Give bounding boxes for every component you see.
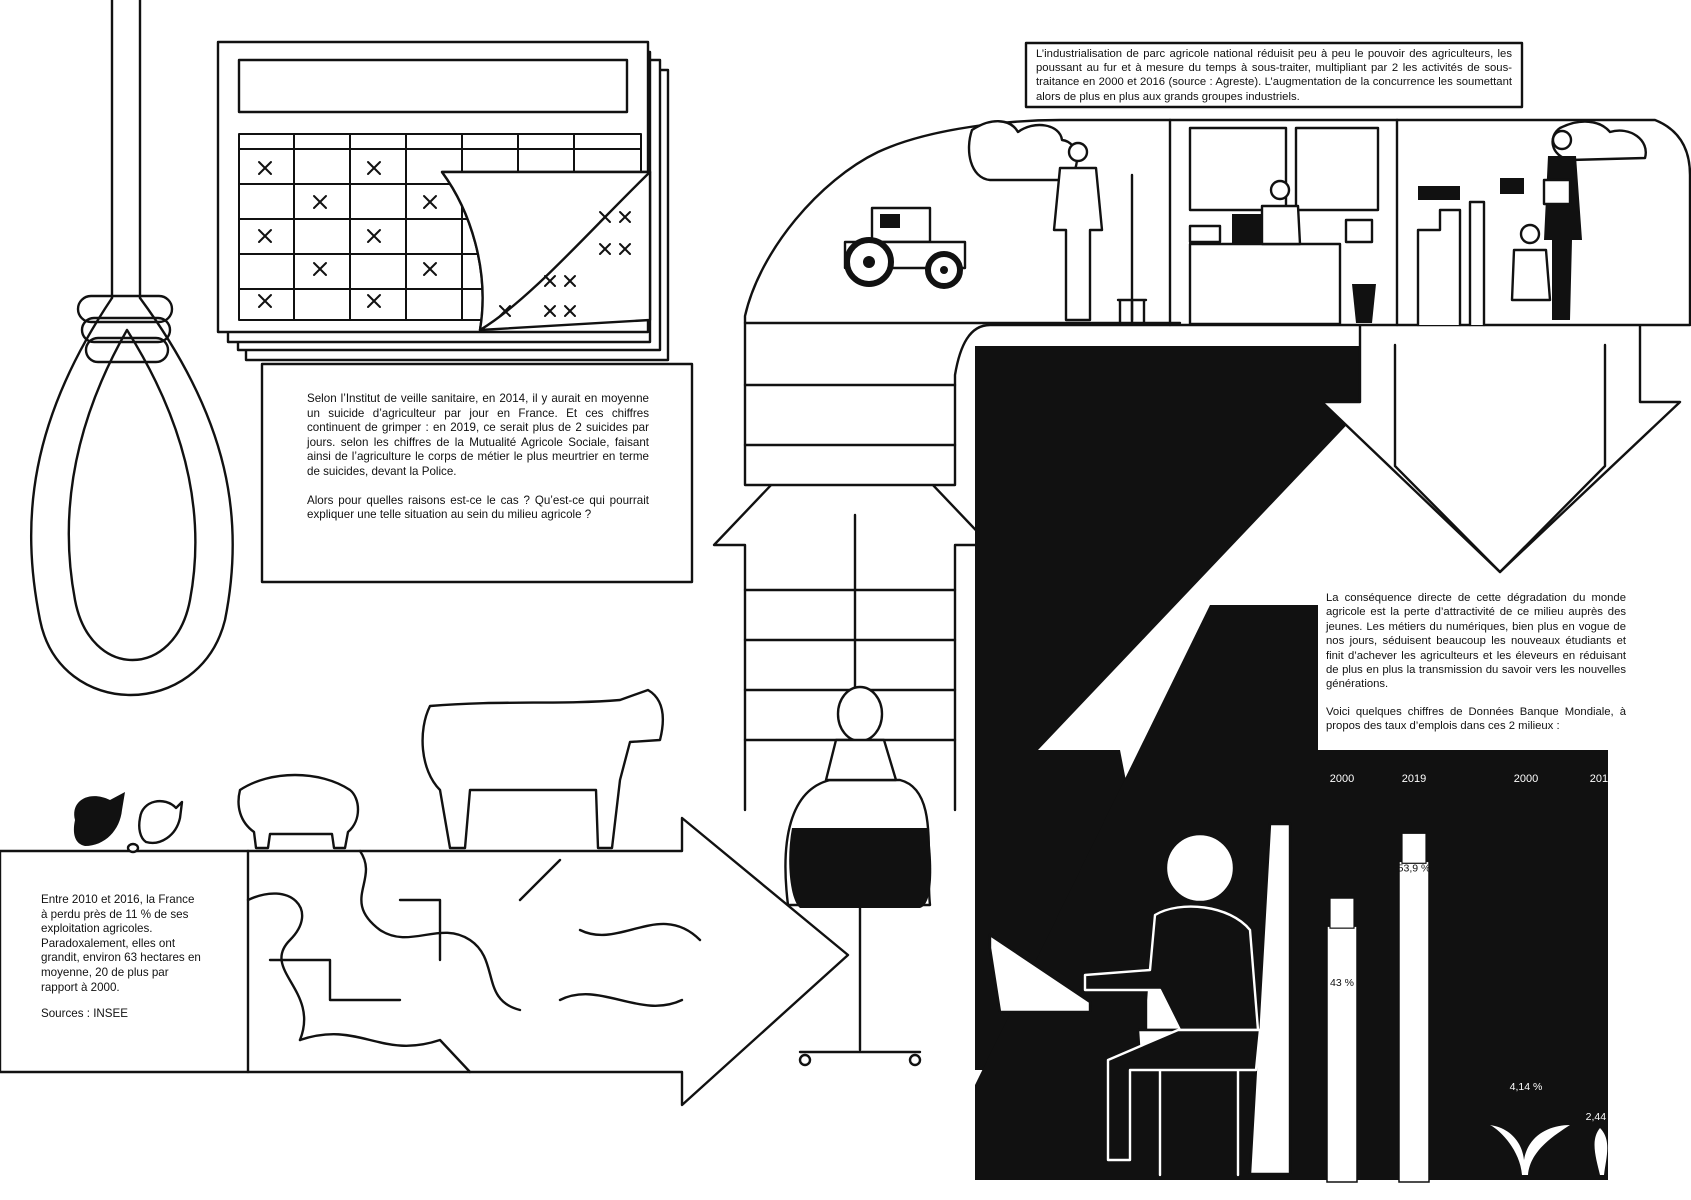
year-label-1-0: 2000 xyxy=(1514,773,1538,785)
intro-paragraph-2: Alors pour quelles raisons est-ce le cas… xyxy=(307,493,649,522)
bar-cap-0-0 xyxy=(1329,897,1355,929)
value-label-0-1: 53,9 % xyxy=(1398,862,1431,874)
bar-0-1 xyxy=(1398,860,1430,1183)
exploitations-source: Sources : INSEE xyxy=(41,1007,128,1021)
bar-cap-0-1 xyxy=(1401,832,1427,864)
consequence-paragraph-2: Voici quelques chiffres de Données Banqu… xyxy=(1326,705,1626,733)
field-mosaic-illustration xyxy=(0,816,850,1107)
intro-text-block: Selon l’Institut de veille sanitaire, en… xyxy=(307,392,649,537)
year-label-0-1: 2019 xyxy=(1402,773,1426,785)
value-label-0-0: 43 % xyxy=(1330,977,1354,989)
consequence-paragraph-1: La conséquence directe de cette dégradat… xyxy=(1326,592,1626,691)
laptop-worker-silhouette xyxy=(988,822,1292,1177)
year-label-0-0: 2000 xyxy=(1330,773,1354,785)
employment-bar-chart: 2000 43 % 2019 53,9 % 2000 4,14 % 2019 2,44 % xyxy=(1326,773,1619,1183)
exploitations-text-block: Entre 2010 et 2016, la France à perdu pr… xyxy=(41,893,203,1036)
calendar-illustration xyxy=(216,40,670,362)
farm-scene-illustration xyxy=(743,118,1691,487)
value-label-1-0: 4,14 % xyxy=(1510,1081,1543,1093)
sprout-icons xyxy=(1490,1125,1608,1175)
consequence-text-block: La conséquence directe de cette dégradat… xyxy=(1326,591,1626,748)
exploitations-paragraph: Entre 2010 et 2016, la France à perdu pr… xyxy=(41,893,201,994)
intro-paragraph-1: Selon l’Institut de veille sanitaire, en… xyxy=(307,392,649,478)
bar-0-0 xyxy=(1326,925,1358,1183)
livestock-illustration xyxy=(73,688,665,854)
value-label-1-1: 2,44 % xyxy=(1586,1111,1619,1123)
office-worker-chair xyxy=(784,685,932,1067)
noose-illustration xyxy=(30,0,234,696)
year-label-1-1: 2019 xyxy=(1590,773,1614,785)
industrialisation-text: L’industrialisation de parc agricole nat… xyxy=(1036,48,1512,103)
down-arrow-shape xyxy=(1320,318,1682,574)
